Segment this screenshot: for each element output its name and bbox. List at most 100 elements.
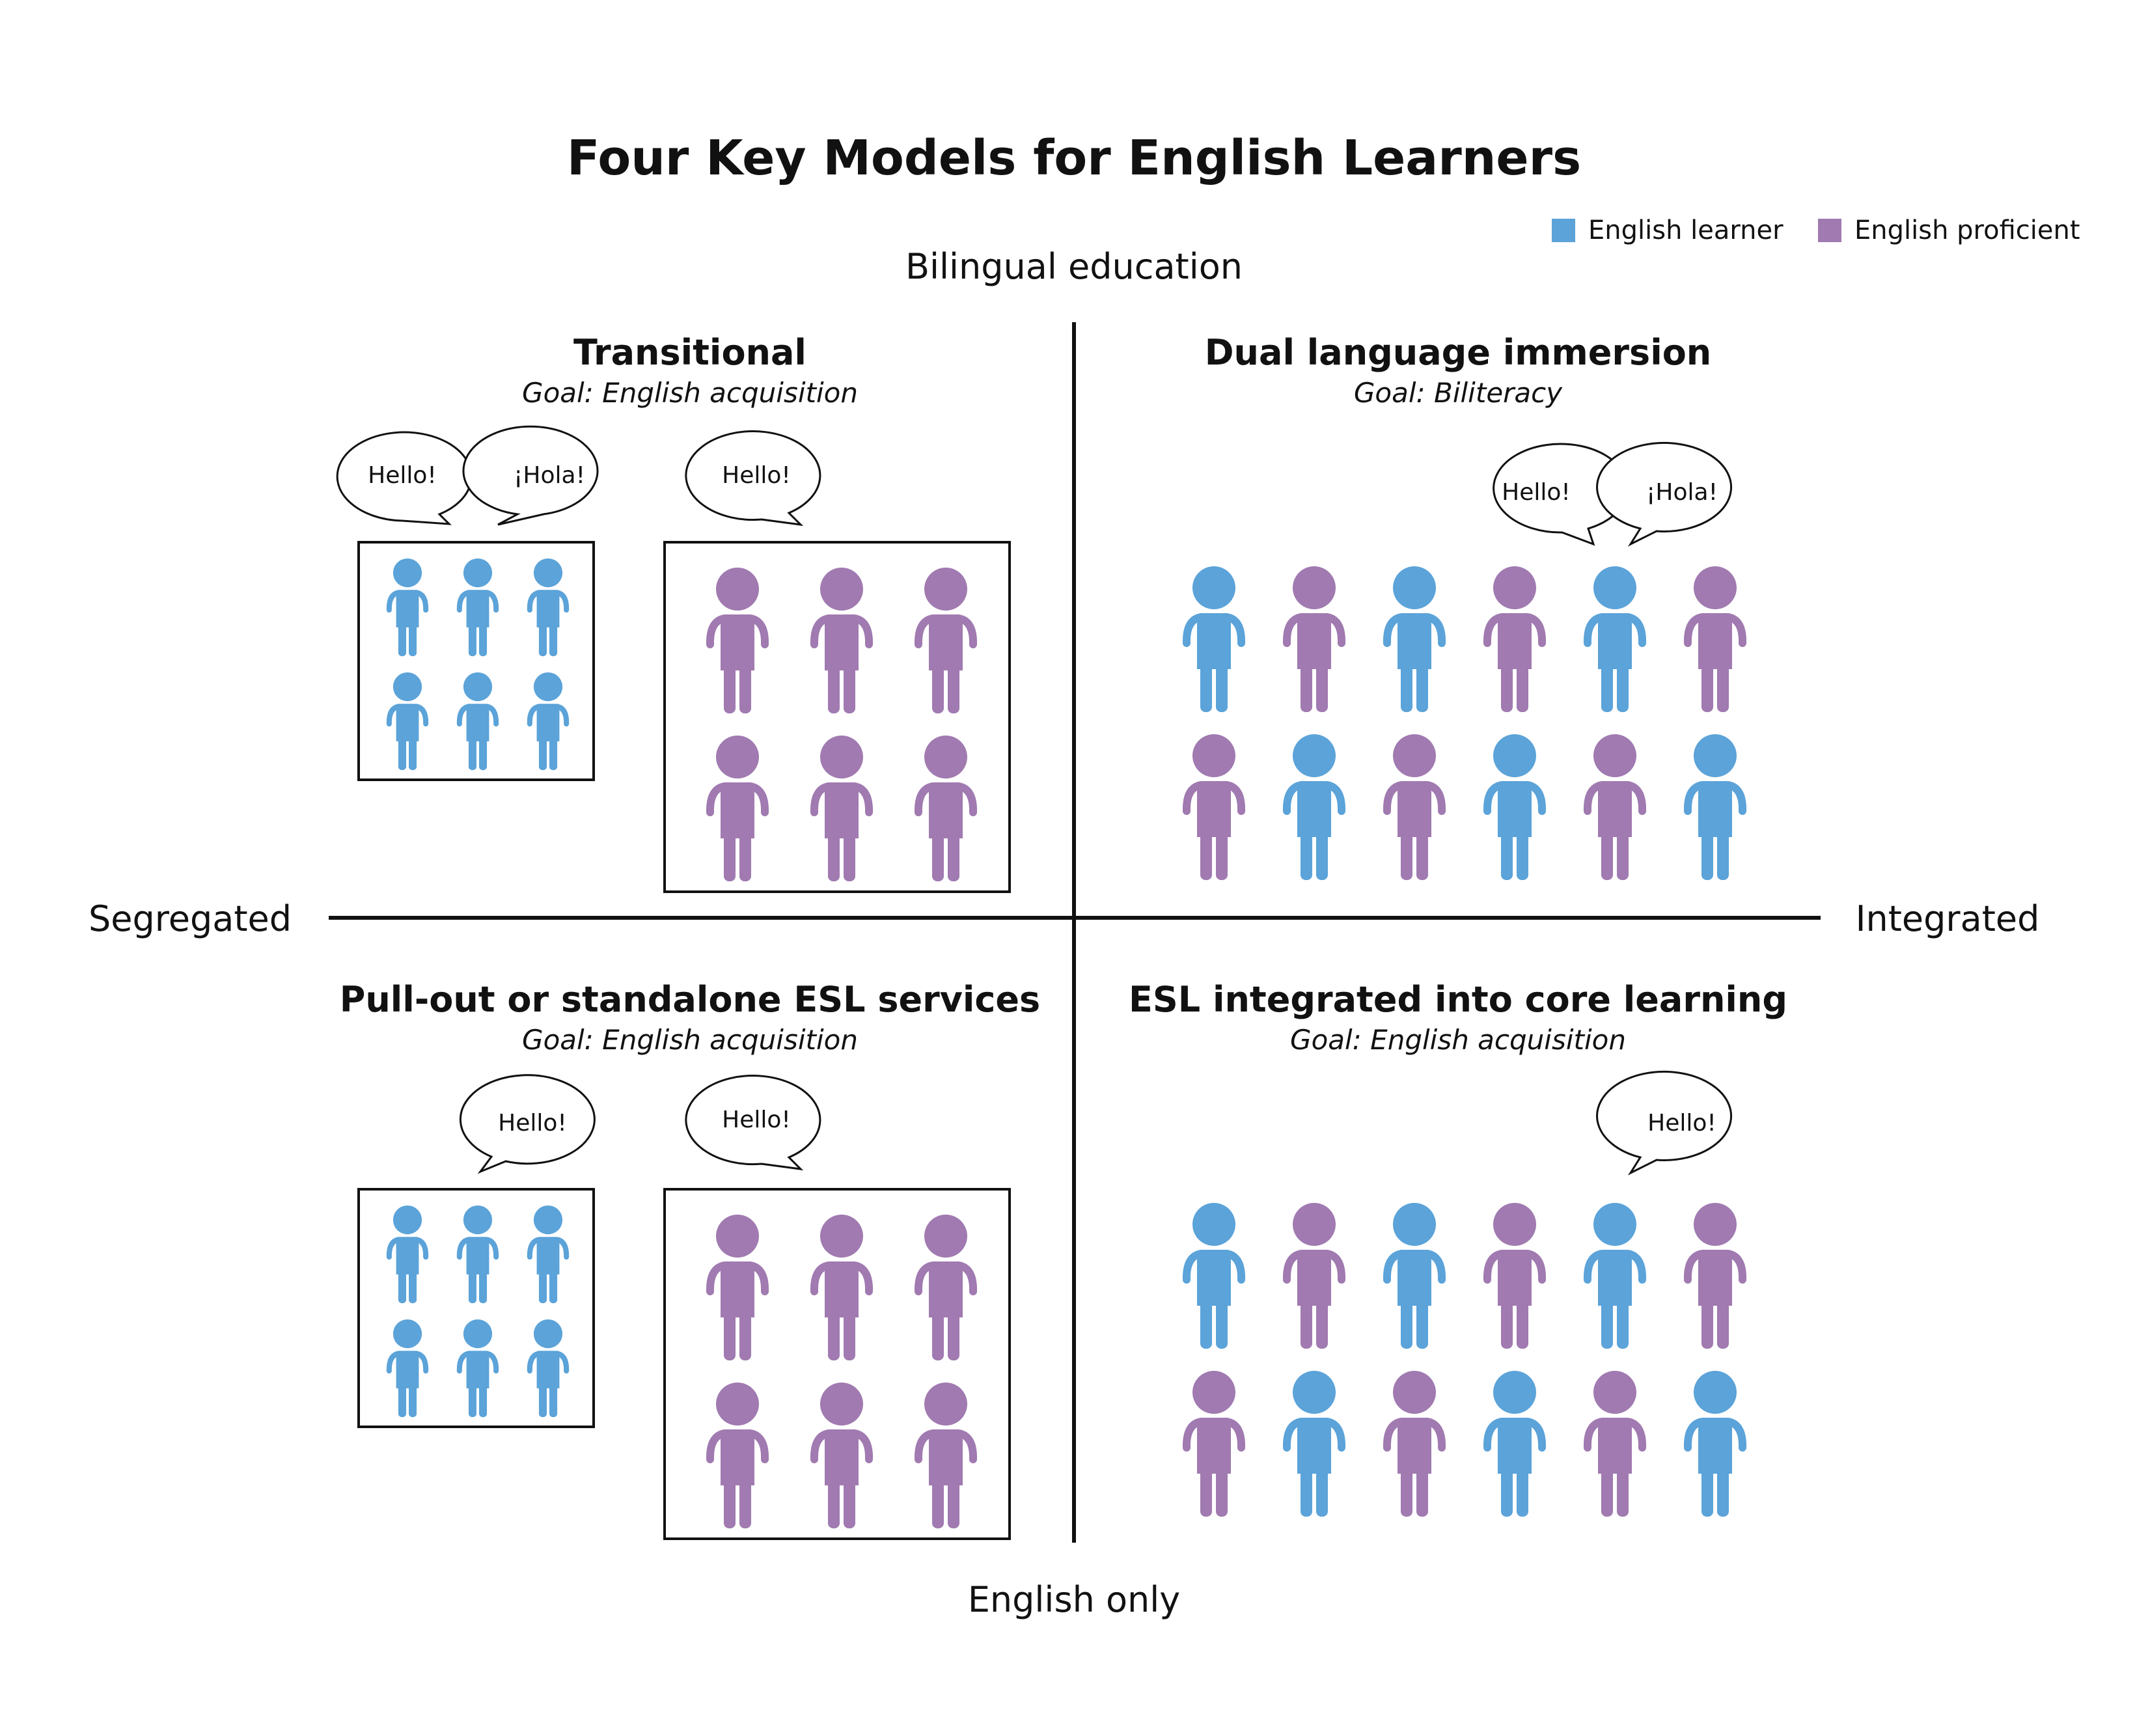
speech-bubble: ¡Hola! xyxy=(462,425,599,526)
quadrant-title-esl-integrated: ESL integrated into core learning xyxy=(1129,979,1787,1020)
speech-bubble-shape xyxy=(685,430,821,527)
english-proficient-person-icon xyxy=(706,736,769,881)
english-learner-person-icon xyxy=(456,1206,499,1304)
speech-bubble-shape xyxy=(1596,1070,1733,1176)
axis-label-right: Integrated xyxy=(1856,898,2040,939)
speech-bubble: Hello! xyxy=(459,1074,596,1174)
speech-bubble-text: Hello! xyxy=(498,1110,567,1137)
speech-bubble-text: Hello! xyxy=(1647,1110,1716,1137)
english-proficient-person-icon xyxy=(1683,1203,1747,1349)
learner-classroom-box xyxy=(357,541,595,781)
mixed-classroom-group xyxy=(1182,1203,1747,1517)
quadrant-title-transitional: Transitional xyxy=(573,332,806,373)
quadrant-title-pullout: Pull-out or standalone ESL services xyxy=(340,979,1040,1020)
english-proficient-person-icon xyxy=(914,736,978,881)
english-proficient-person-icon xyxy=(1683,566,1747,712)
english-learner-person-icon xyxy=(456,1319,499,1418)
english-learner-person-icon xyxy=(456,672,499,771)
mixed-classroom-group xyxy=(1182,566,1747,880)
english-proficient-person-icon xyxy=(810,1215,874,1360)
learner-classroom-box xyxy=(357,1188,595,1428)
diagram-title: Four Key Models for English Learners xyxy=(567,130,1581,186)
english-learner-person-icon xyxy=(527,1319,570,1418)
learner-group xyxy=(386,558,570,771)
quadrant-esl-integrated: ESL integrated into core learning Goal: … xyxy=(1129,979,1787,1517)
english-proficient-person-icon xyxy=(1383,1371,1446,1517)
speech-bubble-text: ¡Hola! xyxy=(514,462,585,489)
english-learner-person-icon xyxy=(1583,1203,1647,1349)
legend: English learner English proficient xyxy=(1552,215,2080,245)
english-learner-person-icon xyxy=(527,672,570,771)
english-learner-person-icon xyxy=(386,1206,429,1304)
legend-swatch-english-learner xyxy=(1552,219,1575,242)
english-learner-person-icon xyxy=(1483,734,1547,880)
english-proficient-person-icon xyxy=(1182,1371,1246,1517)
speech-bubble-text: Hello! xyxy=(722,462,791,489)
english-learner-person-icon xyxy=(1683,1371,1747,1517)
speech-bubble: Hello! xyxy=(336,431,473,525)
quadrant-goal-dual: Goal: Biliteracy xyxy=(1354,377,1563,409)
english-proficient-person-icon xyxy=(706,1383,769,1528)
speech-bubble-text: Hello! xyxy=(368,462,437,489)
proficient-classroom-box xyxy=(663,541,1011,893)
axis-label-left: Segregated xyxy=(89,898,292,939)
english-proficient-person-icon xyxy=(706,568,769,713)
english-learner-person-icon xyxy=(1383,1203,1446,1349)
english-learner-person-icon xyxy=(527,558,570,657)
speech-bubble: Hello! xyxy=(685,430,821,527)
english-proficient-person-icon xyxy=(706,1215,769,1360)
speech-bubble-text: ¡Hola! xyxy=(1646,479,1718,506)
english-learner-person-icon xyxy=(1683,734,1747,880)
english-proficient-person-icon xyxy=(810,568,874,713)
proficient-group xyxy=(706,568,978,881)
quadrant-dual-language-immersion: Dual language immersion Goal: Biliteracy… xyxy=(1182,332,1747,880)
english-proficient-person-icon xyxy=(914,568,978,713)
english-proficient-person-icon xyxy=(810,1383,874,1528)
speech-bubble-text: Hello! xyxy=(722,1107,791,1133)
proficient-classroom-box xyxy=(663,1188,1011,1540)
speech-bubble-shape xyxy=(459,1074,596,1174)
english-proficient-person-icon xyxy=(1483,566,1547,712)
english-proficient-person-icon xyxy=(1182,734,1246,880)
english-learner-person-icon xyxy=(527,1206,570,1304)
learner-group xyxy=(386,1206,570,1418)
english-learner-person-icon xyxy=(386,1319,429,1418)
proficient-group xyxy=(706,1215,978,1528)
english-learner-person-icon xyxy=(1282,734,1346,880)
english-learner-person-icon xyxy=(386,558,429,657)
quadrant-title-dual: Dual language immersion xyxy=(1205,332,1712,373)
english-learner-person-icon xyxy=(1182,566,1246,712)
english-proficient-person-icon xyxy=(914,1383,978,1528)
speech-bubble: ¡Hola! xyxy=(1596,441,1733,547)
english-proficient-person-icon xyxy=(1583,1371,1647,1517)
axes: Bilingual education English only Segrega… xyxy=(89,246,2039,1620)
english-proficient-person-icon xyxy=(1282,566,1346,712)
speech-bubble-shape xyxy=(1596,441,1733,547)
axis-label-bottom: English only xyxy=(968,1579,1180,1620)
speech-bubble: Hello! xyxy=(1596,1070,1733,1176)
english-proficient-person-icon xyxy=(1583,734,1647,880)
english-proficient-person-icon xyxy=(1483,1203,1547,1349)
english-proficient-person-icon xyxy=(914,1215,978,1360)
english-learner-person-icon xyxy=(1182,1203,1246,1349)
english-learner-person-icon xyxy=(1483,1371,1547,1517)
english-learner-person-icon xyxy=(386,672,429,771)
speech-bubble-shape xyxy=(685,1075,821,1171)
quadrant-goal-pullout: Goal: English acquisition xyxy=(522,1024,858,1056)
quadrant-pull-out-esl: Pull-out or standalone ESL services Goal… xyxy=(340,979,1040,1540)
quadrant-goal-esl-integrated: Goal: English acquisition xyxy=(1290,1024,1626,1056)
speech-bubble-shape xyxy=(462,425,599,526)
legend-label-english-proficient: English proficient xyxy=(1854,215,2080,245)
quadrant-transitional: Transitional Goal: English acquisition H… xyxy=(336,332,1011,893)
legend-swatch-english-proficient xyxy=(1818,219,1841,242)
english-learner-person-icon xyxy=(456,558,499,657)
english-proficient-person-icon xyxy=(1383,734,1446,880)
legend-label-english-learner: English learner xyxy=(1588,215,1783,245)
english-learner-person-icon xyxy=(1383,566,1446,712)
english-proficient-person-icon xyxy=(810,736,874,881)
english-learner-person-icon xyxy=(1583,566,1647,712)
axis-label-top: Bilingual education xyxy=(905,246,1243,287)
english-learner-person-icon xyxy=(1282,1371,1346,1517)
